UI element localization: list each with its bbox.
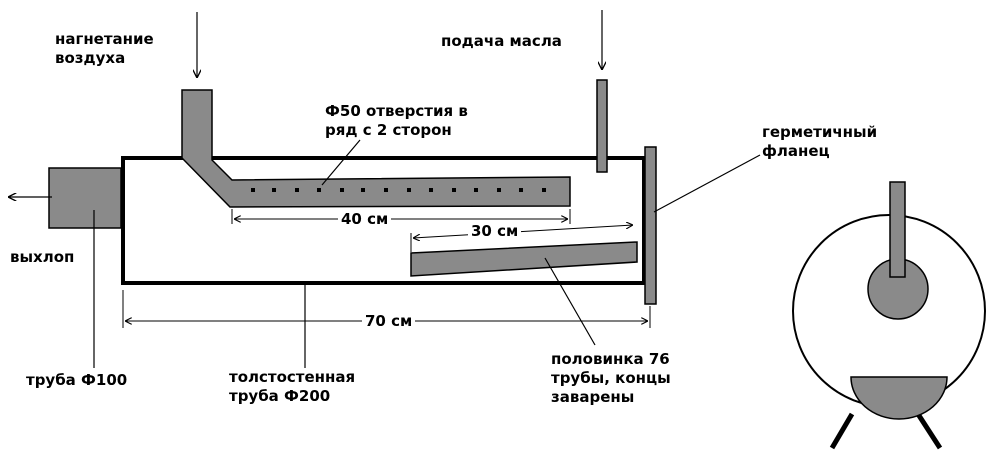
label-half-line1: половинка 76 bbox=[551, 350, 670, 368]
sealed-flange bbox=[644, 146, 657, 305]
label-air-line2: воздуха bbox=[55, 49, 126, 67]
label-thick-line2: труба Ф200 bbox=[229, 387, 331, 405]
label-exhaust: выхлоп bbox=[10, 248, 75, 266]
cross-section-view bbox=[792, 181, 986, 450]
dimension-30 bbox=[410, 225, 633, 252]
label-air-line1: нагнетание bbox=[55, 30, 154, 48]
half-pipe-tray bbox=[410, 241, 638, 277]
label-half-line3: заварены bbox=[551, 388, 635, 406]
label-half-line2: трубы, концы bbox=[551, 369, 671, 387]
label-oil-feed: подача масла bbox=[441, 32, 562, 50]
dimension-40 bbox=[231, 209, 571, 224]
label-thick-line1: толстостенная bbox=[229, 368, 356, 386]
label-flange: герметичный фланец bbox=[762, 123, 877, 161]
leader-half-pipe bbox=[544, 257, 596, 346]
label-holes-line1: Ф50 отверстия в bbox=[325, 102, 468, 120]
label-thick-pipe: толстостенная труба Ф200 bbox=[229, 368, 355, 406]
dim-label-30: 30 см bbox=[468, 223, 522, 240]
label-pipe100: труба Ф100 bbox=[26, 371, 128, 389]
label-air-injection: нагнетание воздуха bbox=[55, 30, 154, 68]
air-injection-tube bbox=[181, 89, 571, 208]
label-flange-line1: герметичный bbox=[762, 123, 878, 141]
dim-label-40: 40 см bbox=[338, 211, 392, 228]
exhaust-pipe bbox=[48, 167, 122, 229]
label-flange-line2: фланец bbox=[762, 142, 830, 160]
dim-label-70: 70 см bbox=[362, 313, 416, 330]
perforation-holes bbox=[251, 188, 546, 192]
label-holes: Ф50 отверстия в ряд с 2 сторон bbox=[325, 102, 468, 140]
leader-holes bbox=[321, 139, 361, 186]
label-half-pipe: половинка 76 трубы, концы заварены bbox=[551, 350, 671, 407]
label-holes-line2: ряд с 2 сторон bbox=[325, 121, 452, 139]
leader-flange bbox=[653, 154, 761, 213]
oil-feed-tube bbox=[596, 79, 608, 173]
